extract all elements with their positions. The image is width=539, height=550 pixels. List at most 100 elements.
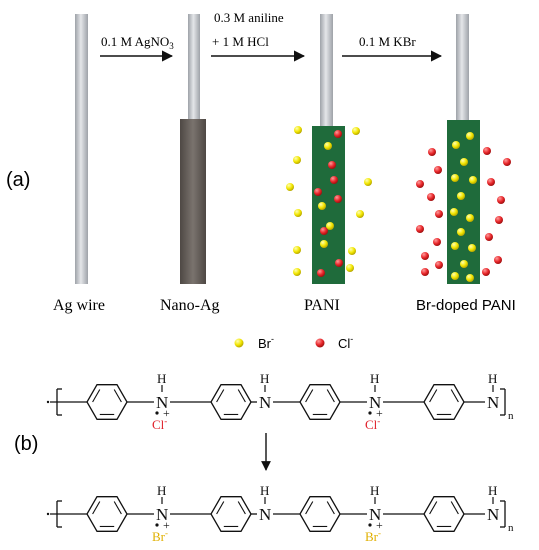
cl-ion xyxy=(317,269,325,277)
legend-cl-label: Cl- xyxy=(338,334,353,351)
cl-ion xyxy=(503,158,511,166)
ring-double-bond xyxy=(305,389,314,403)
br-ion xyxy=(460,260,468,268)
hydrogen-atom: H xyxy=(370,371,379,386)
br-ion xyxy=(293,156,301,164)
cl-ion xyxy=(328,161,336,169)
br-ion xyxy=(457,228,465,236)
chain-end-dot xyxy=(46,512,50,516)
nano-ag-wire-top xyxy=(188,14,200,119)
br-ion xyxy=(293,246,301,254)
benzene-ring xyxy=(86,496,128,532)
cl-ion xyxy=(483,147,491,155)
stage-label-ag-wire: Ag wire xyxy=(53,297,105,314)
pani-wire-top xyxy=(320,14,333,126)
step-1-label: 0.1 M AgNO3 xyxy=(101,34,174,51)
hydrogen-atom: H xyxy=(157,371,166,386)
cl-ion xyxy=(334,130,342,138)
benzene-ring xyxy=(299,496,341,532)
step-3-label: 0.1 M KBr xyxy=(359,34,416,49)
cl-ion xyxy=(495,216,503,224)
cl-ion xyxy=(494,256,502,264)
ring-double-bond xyxy=(450,389,459,403)
stage-label-pani: PANI xyxy=(304,297,340,314)
positive-charge: + xyxy=(376,518,383,532)
ring-double-bond xyxy=(429,389,438,403)
radical-dot xyxy=(368,523,372,527)
benzene-ring xyxy=(423,496,465,532)
br-ion xyxy=(469,176,477,184)
br-ion xyxy=(451,272,459,280)
counter-ion-label: Br- xyxy=(365,528,381,544)
pani-ions xyxy=(286,126,372,277)
legend-br-marker xyxy=(234,338,244,348)
cl-ion xyxy=(330,176,338,184)
cl-ion xyxy=(487,178,495,186)
positive-charge: + xyxy=(163,406,170,420)
stage-label-nano-ag: Nano-Ag xyxy=(160,297,220,314)
ring-double-bond xyxy=(237,501,246,515)
br-ion xyxy=(452,141,460,149)
legend-br-label: Br- xyxy=(258,334,274,351)
br-ion xyxy=(320,240,328,248)
br-ion xyxy=(318,202,326,210)
benzene-ring xyxy=(423,384,465,420)
radical-dot xyxy=(368,411,372,415)
nitrogen-atom: N xyxy=(259,505,271,524)
repeat-unit-n: n xyxy=(508,522,514,534)
radical-dot xyxy=(155,523,159,527)
legend-cl-marker xyxy=(315,338,325,348)
ring-double-bond xyxy=(326,389,335,403)
ring-double-bond xyxy=(326,501,335,515)
br-ion xyxy=(466,274,474,282)
ring-double-bond xyxy=(237,389,246,403)
panel-label-a: (a) xyxy=(6,169,30,191)
br-ion xyxy=(450,208,458,216)
ring-double-bond xyxy=(92,389,101,403)
br-ion xyxy=(293,268,301,276)
nitrogen-atom: N xyxy=(369,505,381,524)
br-ion xyxy=(326,222,334,230)
br-ion xyxy=(460,158,468,166)
ring-double-bond xyxy=(305,501,314,515)
hydrogen-atom: H xyxy=(370,483,379,498)
positive-charge: + xyxy=(376,406,383,420)
step-2-label-line2: + 1 M HCl xyxy=(212,34,269,49)
ring-double-bond xyxy=(216,389,225,403)
nitrogen-atom: N xyxy=(156,393,168,412)
benzene-ring xyxy=(86,384,128,420)
ring-double-bond xyxy=(113,501,122,515)
cl-ion xyxy=(421,268,429,276)
cl-ion xyxy=(497,196,505,204)
stage-label-br-pani: Br-doped PANI xyxy=(416,297,516,314)
br-ion xyxy=(324,142,332,150)
cl-ion xyxy=(335,259,343,267)
br-ion xyxy=(451,242,459,250)
hydrogen-atom: H xyxy=(260,483,269,498)
br-pani-ions xyxy=(416,132,511,282)
br-ion xyxy=(348,247,356,255)
cl-ion xyxy=(320,227,328,235)
ring-double-bond xyxy=(113,389,122,403)
br-ion xyxy=(457,192,465,200)
ring-double-bond xyxy=(429,501,438,515)
br-pani-coating xyxy=(447,120,480,284)
panel-label-b: (b) xyxy=(14,433,38,455)
cl-ion xyxy=(434,166,442,174)
benzene-ring xyxy=(210,496,252,532)
br-ion xyxy=(466,214,474,222)
br-ion xyxy=(352,127,360,135)
counter-ion-label: Cl- xyxy=(152,416,167,432)
hydrogen-atom: H xyxy=(157,483,166,498)
br-ion xyxy=(466,132,474,140)
chain-end-dot xyxy=(46,400,50,404)
cl-ion xyxy=(435,261,443,269)
pani-coating xyxy=(312,126,345,284)
nitrogen-atom: N xyxy=(259,393,271,412)
nitrogen-atom: N xyxy=(487,393,499,412)
cl-ion xyxy=(428,148,436,156)
counter-ion-label: Br- xyxy=(152,528,168,544)
br-ion xyxy=(294,209,302,217)
positive-charge: + xyxy=(163,518,170,532)
repeat-unit-n: n xyxy=(508,410,514,422)
